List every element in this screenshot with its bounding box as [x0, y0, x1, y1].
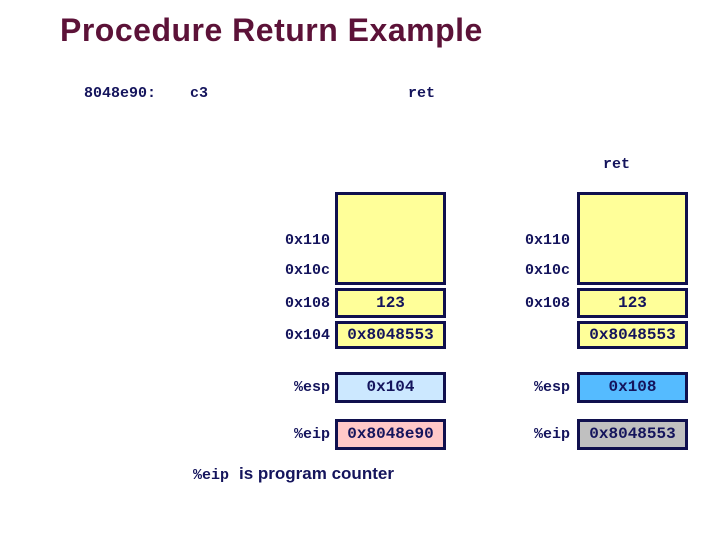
step-label-ret: ret: [603, 156, 631, 173]
caption: %eip is program counter: [193, 464, 394, 484]
caption-text: is program counter: [239, 464, 394, 483]
esp-register-label: %esp: [293, 379, 330, 396]
stack-cell-value: 123: [577, 288, 688, 318]
stack-cell-return-address: 0x8048553: [335, 321, 446, 349]
caption-register-name: %eip: [193, 467, 230, 484]
code-bytes: c3: [190, 85, 209, 102]
address-label: 0x10c: [524, 262, 570, 279]
address-label: 0x10c: [284, 262, 330, 279]
address-label: 0x110: [284, 232, 330, 249]
address-label: 0x104: [284, 327, 330, 344]
code-instruction: ret: [408, 85, 436, 102]
eip-register-label: %eip: [533, 426, 570, 443]
esp-register-label: %esp: [533, 379, 570, 396]
eip-register-value: 0x8048e90: [335, 419, 446, 450]
address-label: 0x110: [524, 232, 570, 249]
address-label: 0x108: [284, 295, 330, 312]
eip-register-label: %eip: [293, 426, 330, 443]
stack-cell-empty: [577, 192, 688, 285]
slide-title: Procedure Return Example: [60, 12, 483, 48]
stack-cell-empty: [335, 192, 446, 285]
address-label: 0x108: [524, 295, 570, 312]
esp-register-value: 0x104: [335, 372, 446, 403]
stack-cell-value: 123: [335, 288, 446, 318]
code-address: 8048e90:: [84, 85, 157, 102]
esp-register-value: 0x108: [577, 372, 688, 403]
stack-cell-return-address: 0x8048553: [577, 321, 688, 349]
eip-register-value: 0x8048553: [577, 419, 688, 450]
